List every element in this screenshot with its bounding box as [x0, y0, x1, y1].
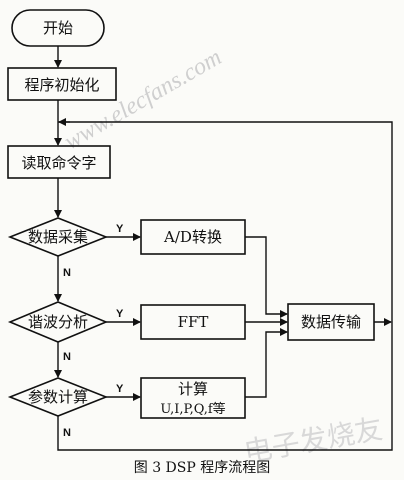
harmonic-no-label: N	[63, 351, 71, 363]
params-label: 参数计算	[28, 388, 88, 406]
fft-label: FFT	[178, 313, 209, 331]
init-node	[7, 67, 117, 101]
edge-loop-back	[57, 121, 393, 451]
params-no-label: N	[63, 427, 71, 439]
read-node	[7, 145, 111, 179]
start-label: 开始	[43, 19, 73, 37]
edge-ad-transfer	[245, 236, 288, 318]
acquire-label: 数据采集	[28, 228, 88, 246]
init-label: 程序初始化	[24, 76, 99, 94]
calc-label-line1: 计算	[178, 380, 208, 398]
ad-label: A/D转换	[163, 228, 222, 246]
calc-label-line2: U,I,P,Q,f等	[160, 401, 225, 417]
acquire-yes-label: Y	[116, 223, 124, 235]
harmonic-label: 谐波分析	[28, 313, 88, 331]
read-label: 读取命令字	[21, 154, 96, 172]
acquire-no-label: N	[63, 267, 71, 279]
figure-caption: 图 3 DSP 程序流程图	[134, 460, 271, 476]
transfer-label: 数据传输	[301, 313, 361, 331]
harmonic-yes-label: Y	[116, 308, 124, 320]
calc-node	[140, 377, 246, 419]
params-yes-label: Y	[116, 383, 124, 395]
edge-calc-transfer	[245, 328, 288, 398]
